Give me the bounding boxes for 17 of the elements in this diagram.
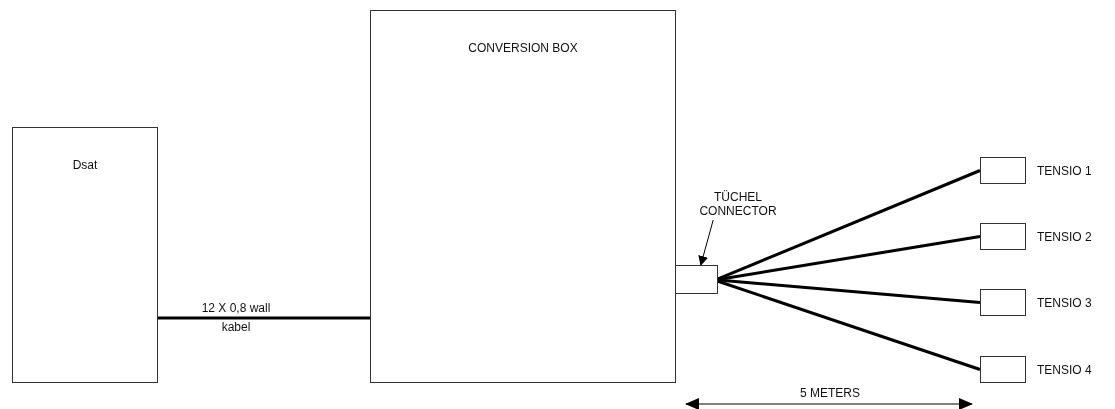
leader-arrow xyxy=(698,219,714,266)
device-box xyxy=(12,127,158,383)
dimension-label: 5 METERS xyxy=(800,386,860,400)
box-title: CONVERSION BOX xyxy=(467,41,579,55)
device-label: TENSIO 3 xyxy=(1037,295,1092,310)
callout-text: TÜCHEL CONNECTOR xyxy=(676,190,800,220)
cable-line xyxy=(717,169,981,281)
connector-box xyxy=(675,265,718,294)
device-label: TENSIO 1 xyxy=(1037,163,1092,178)
conversion-box xyxy=(370,10,676,383)
cable-line xyxy=(717,279,981,371)
box-title: Dsat xyxy=(71,158,99,172)
edge-label: 12 X 0,8 wall kabel xyxy=(200,300,272,336)
cable-line xyxy=(158,316,370,320)
cable-line xyxy=(717,278,981,304)
device-label: TENSIO 2 xyxy=(1037,229,1092,244)
device-label: TENSIO 4 xyxy=(1037,362,1092,377)
